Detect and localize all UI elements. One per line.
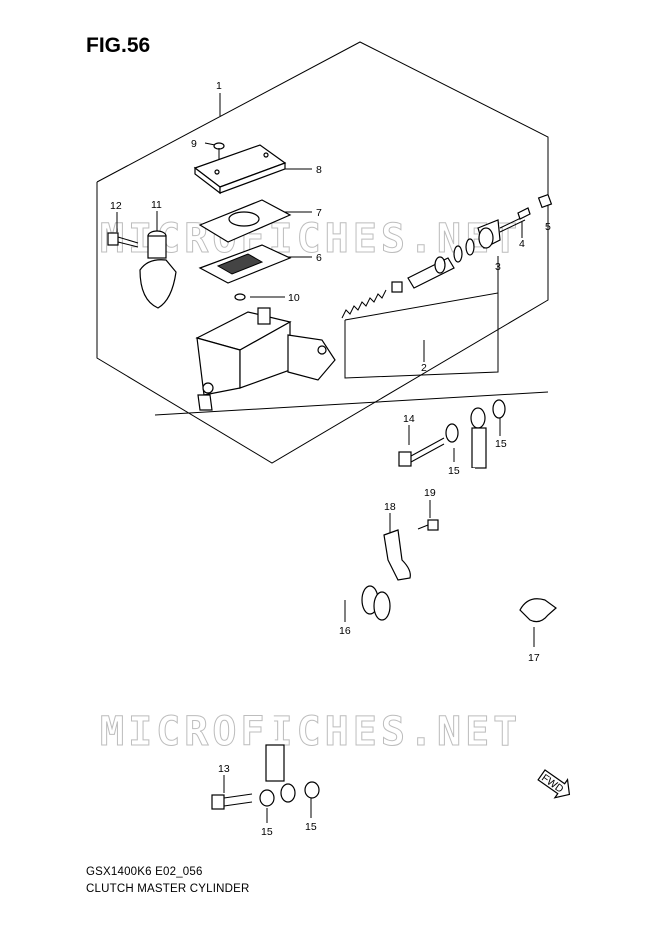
part-number-15-a: 15 — [448, 465, 460, 477]
part-number-4: 4 — [519, 238, 525, 250]
part-number-5: 5 — [545, 221, 551, 233]
part-number-18: 18 — [384, 501, 396, 513]
model-code-caption: GSX1400K6 E02_056 — [86, 866, 203, 878]
assembly-outline — [96, 41, 549, 464]
clamp-11 — [139, 230, 177, 309]
part-number-19: 19 — [424, 487, 436, 499]
part-number-1: 1 — [216, 80, 222, 92]
clip-17 — [519, 598, 557, 623]
part-number-6: 6 — [316, 252, 322, 264]
screw-9 — [213, 142, 225, 160]
part-number-10: 10 — [288, 292, 300, 304]
part-number-15-d: 15 — [305, 821, 317, 833]
washer-15a — [445, 423, 459, 443]
figure-title: FIG.56 — [86, 34, 151, 57]
circlip-3 — [453, 238, 475, 263]
washer-15d — [304, 781, 320, 799]
leader-lines — [116, 93, 549, 823]
part-number-14: 14 — [403, 413, 415, 425]
watermark-bottom: MICROFICHES.NET — [100, 709, 521, 755]
part-number-15-c: 15 — [261, 826, 273, 838]
hose-clamp-18 — [383, 529, 411, 581]
part-number-15-b: 15 — [495, 438, 507, 450]
part-number-7: 7 — [316, 207, 322, 219]
part-number-16: 16 — [339, 625, 351, 637]
banjo-bolt-14 — [398, 437, 445, 467]
diagram-name-caption: CLUTCH MASTER CYLINDER — [86, 883, 250, 895]
reservoir-cap-8 — [193, 144, 287, 195]
watermark-top: MICROFICHES.NET — [100, 216, 521, 262]
part-number-labels: 1 9 8 7 6 10 12 11 3 4 5 2 14 15 15 19 1… — [110, 80, 551, 838]
part-number-8: 8 — [316, 164, 322, 176]
washer-15c — [259, 789, 275, 807]
spring-piston-2 — [341, 256, 455, 319]
push-rod-4 — [477, 207, 531, 249]
clutch-hose-16 — [262, 407, 487, 803]
banjo-bolt-13 — [211, 793, 253, 810]
diaphragm-plate-7 — [198, 199, 292, 243]
ring-10 — [234, 293, 246, 301]
bolt-12 — [107, 232, 139, 248]
part-number-17: 17 — [528, 652, 540, 664]
part-number-9: 9 — [191, 138, 197, 150]
bolt-19 — [417, 519, 439, 531]
part-number-12: 12 — [110, 200, 122, 212]
diaphragm-6 — [198, 244, 292, 284]
part-number-2: 2 — [421, 362, 427, 374]
part-number-3: 3 — [495, 261, 501, 273]
part-number-13: 13 — [218, 763, 230, 775]
master-cylinder-body — [195, 307, 336, 411]
part-number-11: 11 — [151, 199, 162, 211]
nut-5 — [537, 193, 553, 209]
washer-15b — [492, 399, 506, 419]
fwd-arrow-icon: FWD — [537, 769, 571, 799]
